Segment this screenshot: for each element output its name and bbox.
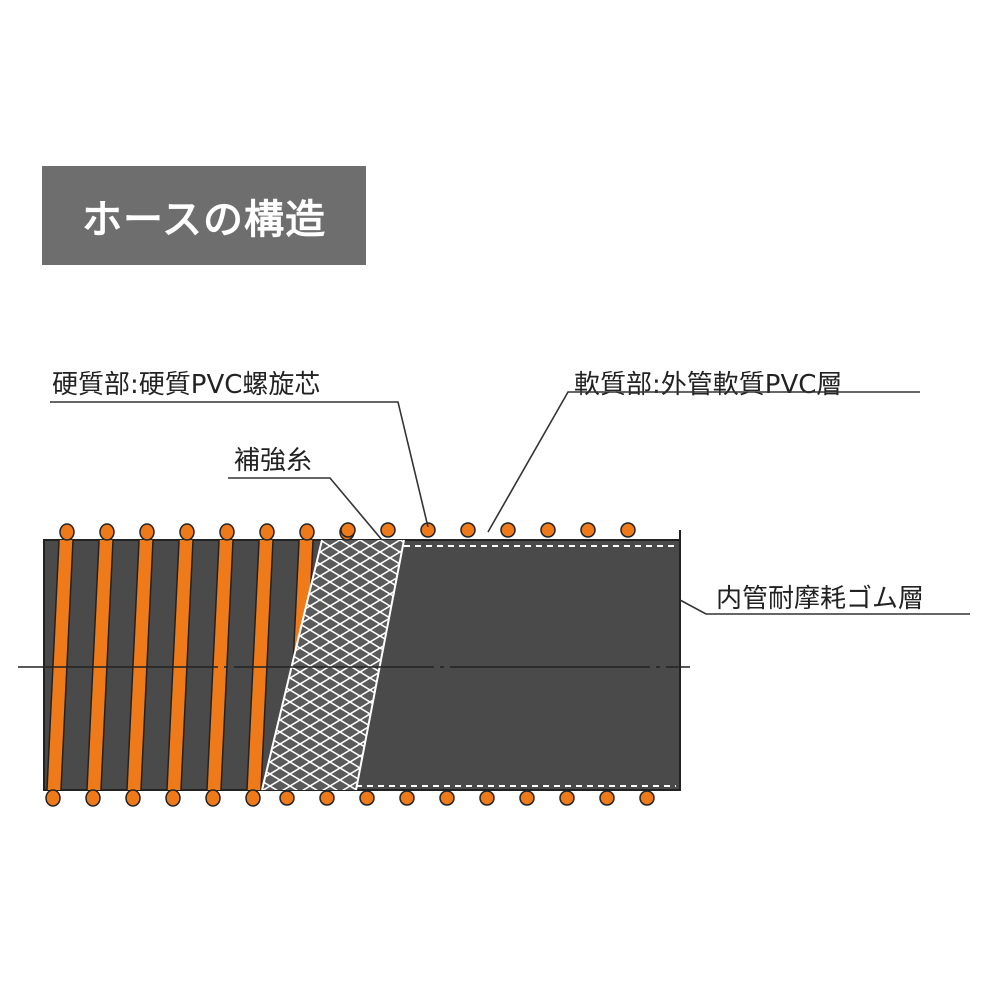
spiral-bump-bottom bbox=[599, 790, 615, 806]
leader-reinforcement bbox=[228, 477, 383, 541]
spiral-bump-top bbox=[179, 523, 195, 541]
spiral-bumps bbox=[45, 522, 655, 807]
spiral-bump-top bbox=[500, 522, 516, 538]
spiral-bump-top bbox=[219, 523, 235, 541]
spiral-bump-bottom bbox=[439, 790, 455, 806]
label-reinforcement: 補強糸 bbox=[234, 446, 313, 476]
spiral-bump-bottom bbox=[359, 790, 375, 806]
spiral-bump-bottom bbox=[399, 790, 415, 806]
spiral-bump-top bbox=[380, 522, 396, 538]
spiral-bump-top bbox=[580, 522, 596, 538]
spiral-bump-top bbox=[620, 522, 636, 538]
spiral-bump-top bbox=[139, 523, 155, 541]
spiral-bump-top bbox=[460, 522, 476, 538]
diagram-title: ホースの構造 bbox=[82, 196, 326, 243]
spiral-bump-top bbox=[420, 522, 436, 538]
spiral-band bbox=[165, 540, 195, 790]
spiral-bump-top bbox=[299, 523, 315, 541]
reinforcement-mesh bbox=[261, 539, 405, 791]
spiral-band bbox=[125, 540, 155, 790]
spiral-band bbox=[205, 540, 235, 790]
spiral-bump-bottom bbox=[479, 790, 495, 806]
inner-tube-section bbox=[356, 546, 676, 784]
spiral-bump-top bbox=[259, 523, 275, 541]
spiral-bump-top bbox=[340, 522, 356, 538]
leader-lines bbox=[50, 391, 970, 615]
spiral-bump-top bbox=[99, 523, 115, 541]
spiral-bump-bottom bbox=[519, 790, 535, 806]
spiral-band bbox=[45, 540, 75, 790]
spiral-bump-bottom bbox=[125, 789, 141, 807]
leader-hard-part bbox=[50, 401, 429, 528]
spiral-band bbox=[245, 540, 275, 790]
spiral-bump-bottom bbox=[279, 790, 295, 806]
spiral-bump-top bbox=[540, 522, 556, 538]
spiral-bump-bottom bbox=[319, 790, 335, 806]
spiral-bump-bottom bbox=[245, 789, 261, 807]
label-soft-part: 軟質部:外管軟質PVC層 bbox=[574, 370, 843, 400]
spiral-bump-bottom bbox=[165, 789, 181, 807]
spiral-bump-bottom bbox=[45, 789, 61, 807]
leader-inner-tube bbox=[679, 599, 970, 615]
leader-soft-part bbox=[487, 391, 920, 533]
title-box: ホースの構造 bbox=[42, 166, 366, 265]
label-hard-part: 硬質部:硬質PVC螺旋芯 bbox=[52, 370, 321, 400]
spiral-bump-bottom bbox=[559, 790, 575, 806]
label-inner-tube: 内管耐摩耗ゴム層 bbox=[716, 584, 925, 614]
spiral-band bbox=[85, 540, 115, 790]
spiral-bump-bottom bbox=[639, 790, 655, 806]
spiral-bump-bottom bbox=[85, 789, 101, 807]
spiral-bump-bottom bbox=[205, 789, 221, 807]
spiral-bump-top bbox=[59, 523, 75, 541]
